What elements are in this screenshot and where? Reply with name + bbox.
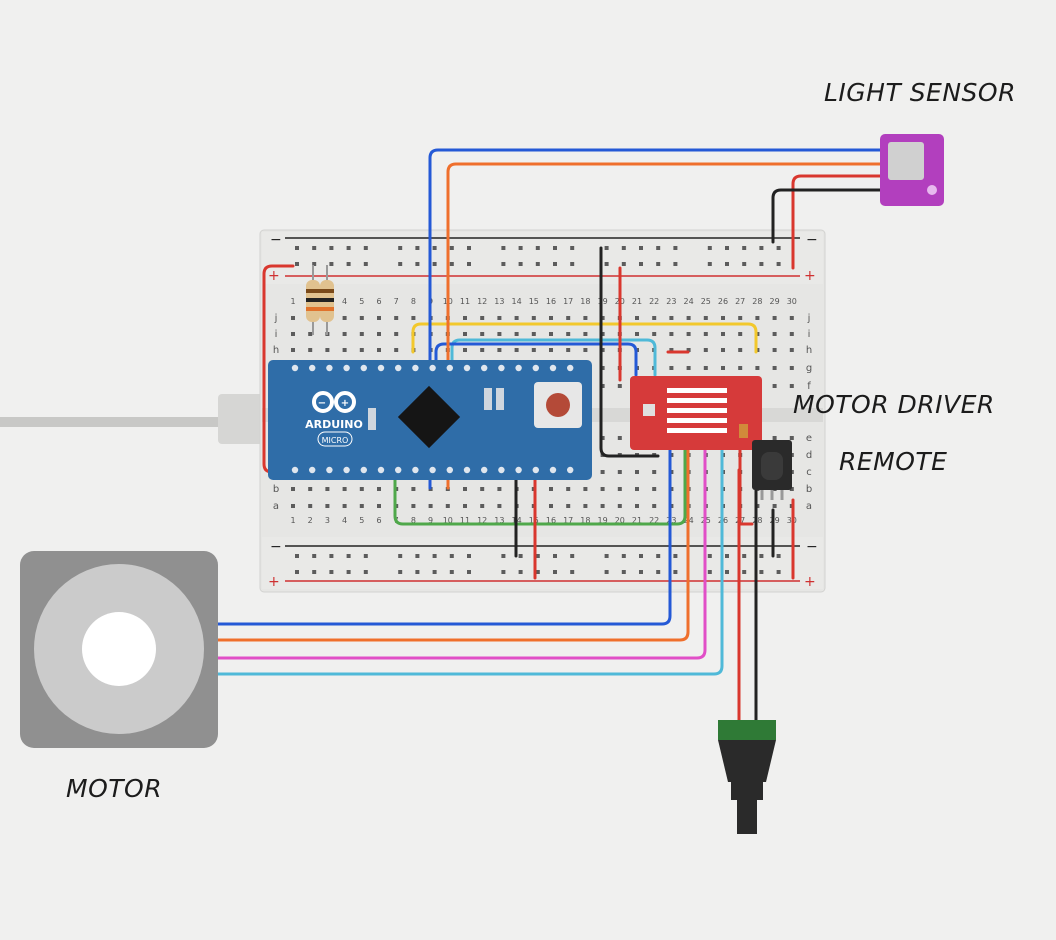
column-number-top: 29 [770, 297, 780, 306]
usb-cable [0, 394, 303, 444]
ir-receiver [752, 440, 792, 500]
column-number-top: 28 [752, 297, 762, 306]
column-number-top: 4 [342, 297, 347, 306]
column-number-bottom: 5 [359, 516, 364, 525]
row-letter-right: j [807, 313, 811, 324]
column-number-bottom: 2 [308, 516, 313, 525]
column-number-top: 5 [359, 297, 364, 306]
column-number-bottom: 21 [632, 516, 642, 525]
rail-plus-bottom-left: + [268, 574, 280, 590]
column-number-bottom: 3 [325, 516, 330, 525]
column-number-top: 13 [494, 297, 504, 306]
column-number-top: 18 [580, 297, 590, 306]
column-number-top: 11 [460, 297, 470, 306]
column-number-top: 1 [290, 297, 295, 306]
column-number-bottom: 20 [615, 516, 625, 525]
column-number-top: 15 [529, 297, 539, 306]
column-number-top: 23 [666, 297, 676, 306]
svg-text:+: + [341, 398, 349, 409]
row-letter-left: j [274, 313, 278, 324]
resistors [306, 265, 334, 335]
column-number-bottom: 12 [477, 516, 487, 525]
arduino-brand-label: ARDUINO [305, 418, 363, 431]
column-number-bottom: 11 [460, 516, 470, 525]
column-number-top: 8 [411, 297, 416, 306]
column-number-top: 19 [598, 297, 608, 306]
column-number-bottom: 6 [376, 516, 381, 525]
column-number-bottom: 8 [411, 516, 416, 525]
row-letter-left: h [273, 345, 279, 356]
column-number-top: 26 [718, 297, 728, 306]
row-letter-right: b [806, 484, 812, 495]
arduino-pin-header [291, 364, 574, 474]
column-number-bottom: 4 [342, 516, 347, 525]
stepper-motor [20, 551, 218, 748]
column-number-top: 27 [735, 297, 745, 306]
column-number-bottom: 18 [580, 516, 590, 525]
light-sensor-label: LIGHT SENSOR [824, 78, 1016, 107]
column-number-top: 6 [376, 297, 381, 306]
wires [216, 148, 884, 722]
motor-label: MOTOR [66, 774, 163, 803]
column-number-bottom: 19 [598, 516, 608, 525]
power-barrel-jack [718, 720, 776, 834]
column-number-top: 21 [632, 297, 642, 306]
column-number-bottom: 29 [770, 516, 780, 525]
row-letter-right: d [806, 450, 812, 461]
row-letter-left: i [275, 329, 278, 340]
rail-minus-bottom-right: − [806, 539, 818, 555]
row-letter-right: c [806, 467, 812, 478]
row-letter-right: g [806, 363, 812, 374]
light-sensor [880, 134, 944, 206]
row-letter-right: e [806, 433, 812, 444]
column-number-bottom: 13 [494, 516, 504, 525]
motor-driver-board [630, 376, 762, 450]
rail-minus-bottom-left: − [270, 539, 282, 555]
rail-plus-bottom-right: + [804, 574, 816, 590]
remote-label: REMOTE [839, 447, 948, 476]
rail-plus-top-right: + [804, 268, 816, 284]
row-letter-right: f [807, 381, 811, 392]
column-number-top: 12 [477, 297, 487, 306]
column-number-top: 24 [684, 297, 694, 306]
reset-button[interactable] [534, 382, 582, 428]
row-letter-left: a [273, 501, 279, 512]
svg-text:−: − [318, 398, 326, 409]
column-number-top: 25 [701, 297, 711, 306]
rail-minus-top-right: − [806, 232, 818, 248]
rail-minus-top-left: − [270, 232, 282, 248]
column-number-bottom: 17 [563, 516, 573, 525]
arduino-micro: − + ARDUINO MICRO [268, 360, 592, 480]
column-number-bottom: 1 [290, 516, 295, 525]
column-number-bottom: 22 [649, 516, 659, 525]
column-number-bottom: 9 [428, 516, 433, 525]
row-letter-right: h [806, 345, 812, 356]
column-number-bottom: 10 [443, 516, 453, 525]
arduino-model-label: MICRO [322, 436, 349, 445]
column-number-top: 7 [394, 297, 399, 306]
row-letter-left: b [273, 484, 279, 495]
row-letter-right: a [806, 501, 812, 512]
column-number-top: 22 [649, 297, 659, 306]
rail-plus-top-left: + [268, 268, 280, 284]
column-number-bottom: 16 [546, 516, 556, 525]
column-number-top: 14 [512, 297, 522, 306]
column-number-top: 30 [787, 297, 797, 306]
arduino-logo-icon [312, 391, 356, 413]
motor-driver-label: MOTOR DRIVER [793, 390, 995, 419]
column-number-top: 17 [563, 297, 573, 306]
row-letter-right: i [808, 329, 811, 340]
column-number-top: 16 [546, 297, 556, 306]
